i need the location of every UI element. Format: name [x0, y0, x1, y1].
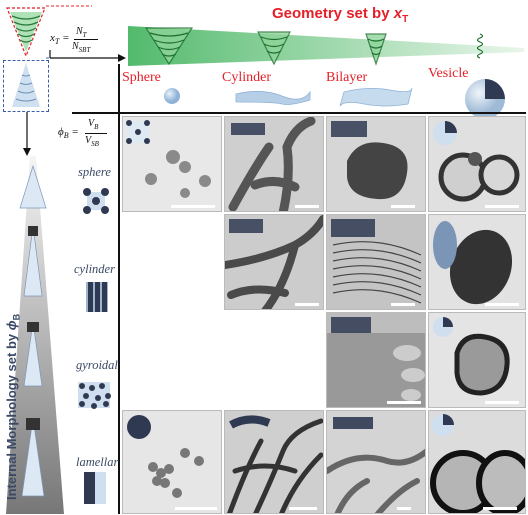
- micrograph-sphere-bilayer: [326, 116, 426, 212]
- arrow-down-icon: [23, 112, 31, 156]
- shape-sphere: [164, 88, 180, 104]
- row-icon-sphere: [83, 188, 109, 214]
- micrograph-cylinder-cylinder: [224, 214, 324, 310]
- row-label-cylinder: cylinder: [74, 262, 115, 276]
- selected-cone-box: [3, 60, 49, 112]
- micrograph-cylinder-bilayer: [326, 214, 426, 310]
- micrograph-lamellar-bilayer: [326, 410, 426, 514]
- row-icon-cylinder: [86, 282, 108, 312]
- column-label-cylinder: Cylinder: [222, 70, 271, 85]
- formula-xt: xT = NT NSBT: [50, 26, 100, 56]
- shape-vesicle: [465, 79, 505, 119]
- morphology-gradient-wedge: [6, 156, 64, 514]
- row-icon-lamellar: [84, 472, 106, 504]
- geometry-gradient-bar: [128, 26, 524, 66]
- cone-helix-illustration: [6, 6, 46, 58]
- shape-cylinder: [235, 90, 311, 105]
- formula-phib: ϕB = VB VSB: [58, 118, 118, 152]
- divider-horizontal: [72, 112, 526, 114]
- row-label-lamellar: lamellar: [76, 455, 119, 469]
- micrograph-sphere-cylinder: [224, 116, 324, 212]
- row-icon-gyroidal: [78, 382, 111, 409]
- divider-vertical: [118, 64, 120, 514]
- row-label-sphere: sphere: [78, 165, 111, 179]
- micrograph-lamellar-sphere: [122, 410, 222, 514]
- shape-bilayer: [339, 87, 413, 107]
- micrograph-gyroidal-bilayer: [326, 312, 426, 408]
- geometry-title: Geometry set by xT: [272, 5, 409, 25]
- column-label-bilayer: Bilayer: [326, 70, 368, 85]
- column-label-sphere: Sphere: [122, 70, 161, 85]
- micrograph-lamellar-cylinder: [224, 410, 324, 514]
- micrograph-sphere-vesicle: [428, 116, 526, 212]
- cone-large: [144, 27, 194, 66]
- arrow-right-icon: [49, 50, 126, 62]
- row-label-gyroidal: gyroidal: [76, 358, 118, 372]
- micrograph-gyroidal-vesicle: [428, 312, 526, 408]
- micrograph-sphere-sphere: [122, 116, 222, 212]
- column-label-vesicle: Vesicle: [428, 66, 469, 81]
- micrograph-lamellar-vesicle: [428, 410, 526, 514]
- micrograph-cylinder-vesicle: [428, 214, 526, 310]
- axis-title-internal-morphology: Internal Morphology set by ϕB: [4, 313, 22, 500]
